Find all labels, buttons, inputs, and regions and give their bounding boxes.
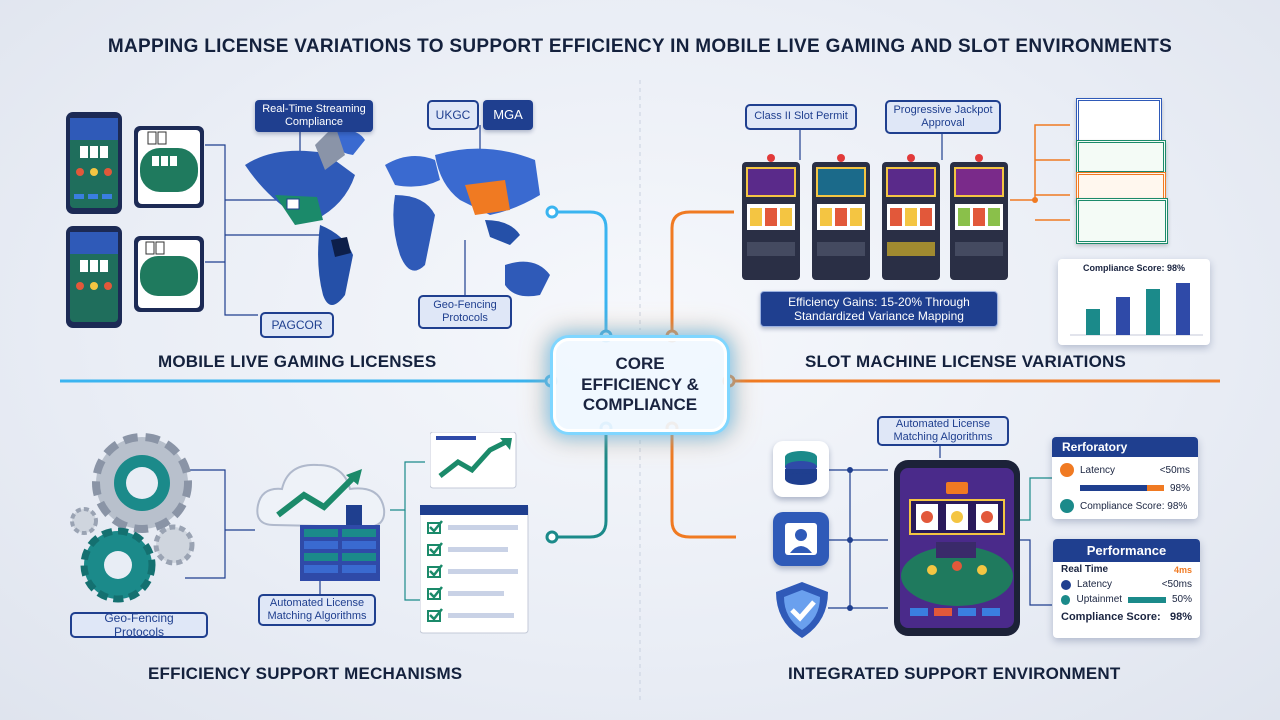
performance-panel-1: Rerforatory Latency <50ms 98% Compliance…: [1052, 437, 1198, 519]
panel-1-header: Rerforatory: [1052, 437, 1198, 457]
quadrant-title-mobile-live: MOBILE LIVE GAMING LICENSES: [158, 352, 437, 371]
tag-progressive-jackpot: Progressive Jackpot Approval: [885, 100, 1001, 134]
panel-1-compliance: Compliance Score: 98%: [1080, 500, 1188, 512]
panel-2-latency-value: <50ms: [1161, 579, 1192, 590]
tag-geo-fencing-bottom: Geo-Fencing Protocols: [70, 611, 208, 639]
core-line-2: EFFICIENCY &: [581, 374, 699, 394]
bar-3: [1146, 289, 1160, 335]
core-line-1: CORE: [615, 354, 665, 374]
panel-2-uptime-value: 50%: [1171, 594, 1192, 605]
tag-mga: MGA: [483, 100, 533, 130]
shield-check-icon: [776, 582, 828, 638]
bar-4: [1176, 283, 1190, 335]
quadrant-title-integrated-support: INTEGRATED SUPPORT ENVIRONMENT: [788, 664, 1121, 683]
page-title: MAPPING LICENSE VARIATIONS TO SUPPORT EF…: [107, 36, 1173, 57]
panel-1-progress-bar: [1080, 485, 1164, 491]
quadrant-title-efficiency-support: EFFICIENCY SUPPORT MECHANISMS: [148, 664, 463, 683]
tag-geo-fencing-top: Geo-Fencing Protocols: [418, 295, 512, 329]
checklist-icon: [420, 505, 529, 634]
panel-1-latency-value: <50ms: [1159, 464, 1190, 476]
tag-realtime-streaming: Real-Time Streaming Compliance: [255, 100, 373, 132]
panel-2-uptime-label: Uptainmet: [1076, 594, 1123, 605]
bar-2: [1116, 297, 1130, 335]
panel-2-realtime-badge: 4ms: [1173, 564, 1192, 575]
panel-2-compliance: Compliance Score:: [1061, 611, 1161, 623]
tag-matching-algorithms-right: Automated License Matching Algorithms: [877, 416, 1009, 446]
slot-machines-illustration: [742, 154, 1008, 280]
quadrant-title-slot-machine: SLOT MACHINE LICENSE VARIATIONS: [805, 352, 1127, 371]
tag-efficiency-gains: Efficiency Gains: 15-20% Through Standar…: [760, 291, 998, 327]
certificate-4: [1076, 198, 1168, 244]
panel-2-latency-label: Latency: [1077, 579, 1113, 590]
cloud-server-illustration: [256, 463, 386, 581]
panel-2-uptime-bar: [1128, 596, 1166, 603]
world-map-illustration: [245, 125, 550, 305]
database-icon: [773, 441, 829, 497]
mobile-phones-illustration: [66, 112, 204, 328]
performance-panel-2: Performance Real Time 4ms Latency <50ms …: [1053, 539, 1200, 638]
core-line-3: COMPLIANCE: [582, 395, 698, 415]
compliance-chart-panel: Compliance Score: 98%: [1058, 259, 1210, 345]
certificate-2: [1076, 140, 1166, 174]
core-efficiency-compliance-hub: CORE EFFICIENCY & COMPLIANCE: [553, 338, 727, 432]
gears-illustration: [70, 433, 195, 603]
panel-1-pct: 98%: [1169, 482, 1190, 494]
compliance-icon: [1060, 499, 1074, 513]
tag-ukgc: UKGC: [427, 100, 479, 130]
tag-pagcor: PAGCOR: [260, 312, 334, 338]
integrated-phone-illustration: [894, 460, 1020, 636]
growth-chart-icon: [430, 432, 517, 489]
compliance-chart-title: Compliance Score: 98%: [1082, 263, 1186, 273]
panel-2-header: Performance: [1053, 539, 1200, 562]
certificate-1: [1076, 98, 1162, 144]
latency-icon: [1060, 463, 1074, 477]
compliance-bar-chart: [1070, 283, 1203, 336]
panel-2-compliance-value: 98%: [1169, 611, 1192, 623]
panel-1-latency-label: Latency: [1080, 464, 1116, 476]
tag-class-ii: Class II Slot Permit: [745, 104, 857, 130]
panel-2-realtime: Real Time: [1061, 564, 1109, 575]
bar-1: [1086, 309, 1100, 335]
tag-matching-algorithms-left: Automated License Matching Algorithms: [258, 594, 376, 626]
user-profile-icon: [773, 512, 829, 566]
